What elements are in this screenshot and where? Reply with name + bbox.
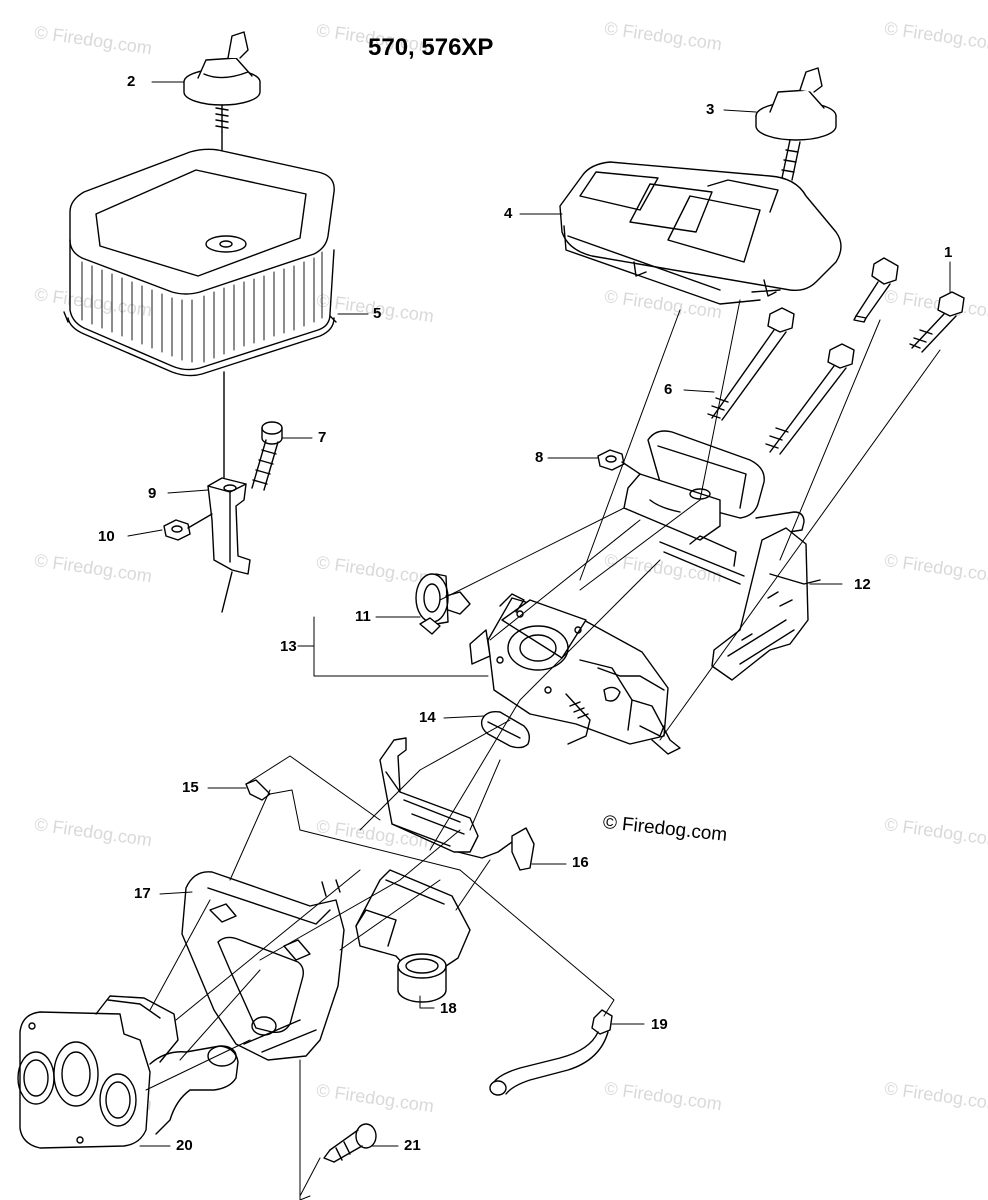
callout-6: 6 <box>664 381 673 398</box>
part-4-filter-cover <box>559 161 842 305</box>
callout-19: 19 <box>651 1016 668 1033</box>
callout-21: 21 <box>404 1137 421 1154</box>
part-15-clip <box>245 779 271 801</box>
part-14-gasket <box>480 710 531 749</box>
part-13-carburetor <box>469 593 681 755</box>
part-5-air-filter <box>63 148 337 481</box>
callout-16: 16 <box>572 854 589 871</box>
part-3-knob <box>755 67 837 181</box>
part-21-screw <box>323 1123 377 1163</box>
part-1-bolts <box>853 257 965 353</box>
part-8-nut <box>597 449 641 475</box>
callout-18: 18 <box>440 1000 457 1017</box>
part-17-plate <box>181 871 345 1061</box>
callout-10: 10 <box>98 528 115 545</box>
callout-1: 1 <box>944 244 953 261</box>
part-2-knob-nut <box>183 31 261 246</box>
part-12-intake-housing <box>623 430 821 681</box>
part-16-bracket <box>379 737 535 871</box>
callout-3: 3 <box>706 101 715 118</box>
callout-17: 17 <box>134 885 151 902</box>
callout-14: 14 <box>419 709 436 726</box>
part-10-nut <box>163 513 213 541</box>
leader-lines <box>127 81 951 1147</box>
part-19-hose <box>489 1009 613 1096</box>
part-9-bracket <box>207 477 251 613</box>
callout-4: 4 <box>504 205 513 222</box>
part-7-bolt <box>251 421 283 491</box>
page-title: 570, 576XP <box>368 34 494 61</box>
part-6-bolts <box>707 307 855 455</box>
callout-7: 7 <box>318 429 327 446</box>
callout-12: 12 <box>854 576 871 593</box>
part-11-pump-cover <box>415 573 471 635</box>
callout-8: 8 <box>535 449 544 466</box>
callout-15: 15 <box>182 779 199 796</box>
part-18-intake-boot <box>355 869 471 1003</box>
callout-20: 20 <box>176 1137 193 1154</box>
callout-9: 9 <box>148 485 157 502</box>
callout-13: 13 <box>280 638 297 655</box>
callout-5: 5 <box>373 305 382 322</box>
part-20-manifold <box>17 995 239 1149</box>
assembly-lines <box>145 299 941 1200</box>
callout-11: 11 <box>355 608 371 625</box>
callout-2: 2 <box>127 73 136 90</box>
